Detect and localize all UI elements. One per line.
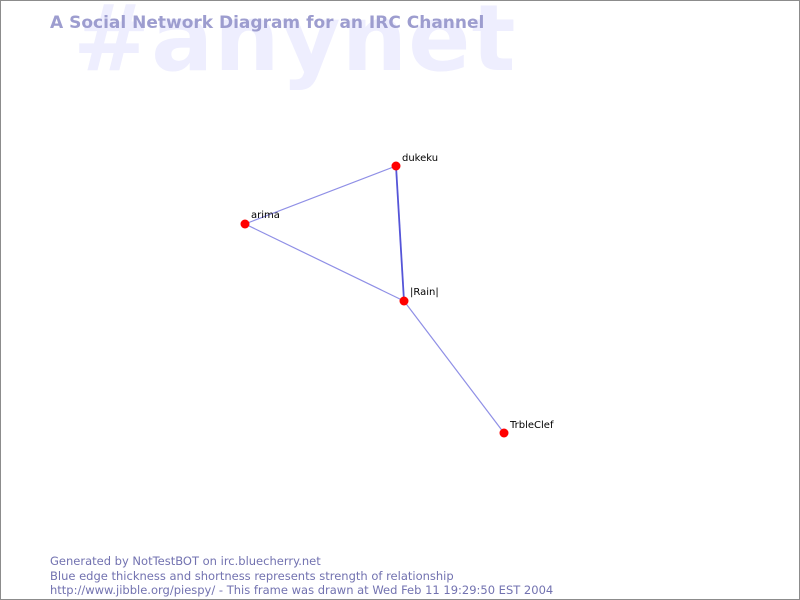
footer-timestamp: http://www.jibble.org/piespy/ - This fra… (50, 583, 554, 597)
channel-watermark: #anynet (73, 0, 517, 92)
edge-rain-trbleclef (403, 300, 505, 434)
node-trbleclef (499, 428, 509, 438)
footer-generated-by: Generated by NotTestBOT on irc.bluecherr… (50, 554, 321, 568)
node-rain (399, 296, 409, 306)
node-label-dukeku: dukeku (402, 153, 438, 164)
node-dukeku (391, 161, 401, 171)
footer: Generated by NotTestBOT on irc.bluecherr… (50, 554, 553, 598)
edge-dukeku-rain (395, 165, 405, 302)
node-label-rain: |Rain| (410, 287, 439, 298)
diagram-title: A Social Network Diagram for an IRC Chan… (50, 13, 485, 33)
edge-dukeku-arima (244, 165, 397, 225)
node-arima (240, 219, 250, 229)
node-label-arima: arima (251, 210, 280, 221)
node-label-trbleclef: TrbleClef (509, 420, 554, 431)
edge-arima-rain (244, 223, 405, 302)
footer-legend-note: Blue edge thickness and shortness repres… (50, 568, 454, 583)
